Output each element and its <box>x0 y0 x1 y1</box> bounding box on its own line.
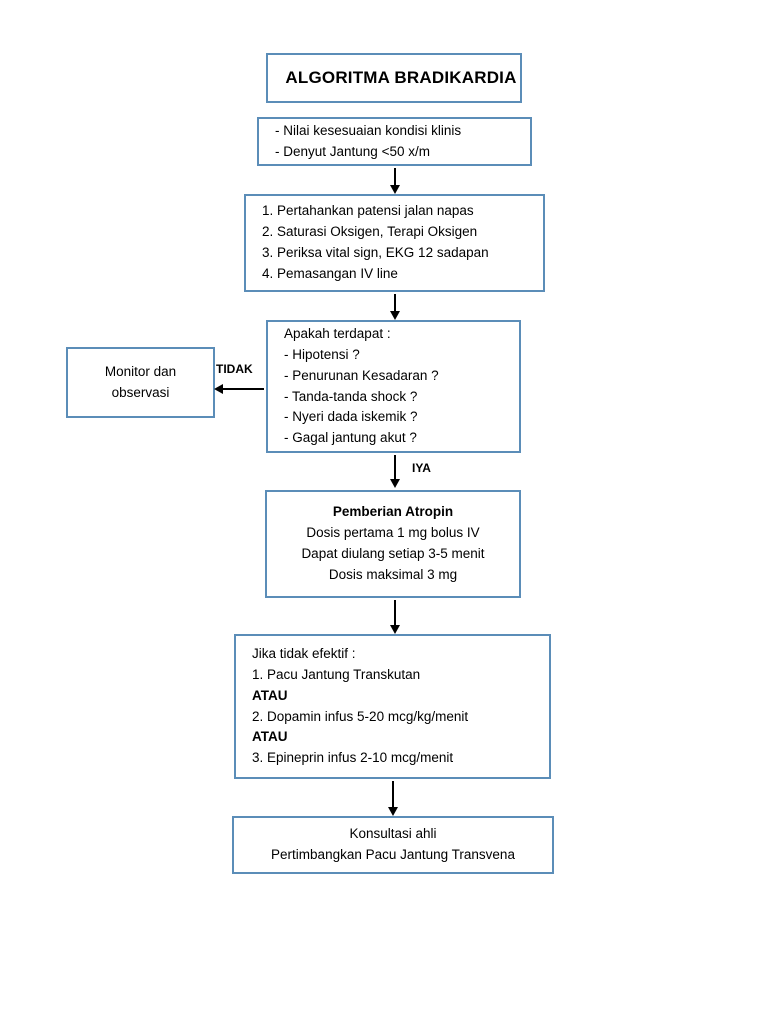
flowchart-node-expert-consult: Konsultasi ahli Pertimbangkan Pacu Jantu… <box>232 816 554 874</box>
atropine-line-3: Dapat diulang setiap 3-5 menit <box>301 546 485 561</box>
atropine-line-4: Dosis maksimal 3 mg <box>328 566 458 582</box>
assessment-line-1: - Nilai kesesuaian kondisi klinis <box>275 122 462 138</box>
decision-line-6: - Gagal jantung akut ? <box>284 430 417 446</box>
monitor-line-1: Monitor dan <box>104 363 177 379</box>
arrow-down-icon-decision-to-atropine <box>390 455 400 488</box>
refractory-line-5: ATAU <box>252 729 288 745</box>
flowchart-node-title: ALGORITMA BRADIKARDIA <box>266 53 522 103</box>
flowchart-node-monitor: Monitor dan observasi <box>66 347 215 418</box>
expert-line-2: Pertimbangkan Pacu Jantung Transvena <box>271 847 515 862</box>
atropine-line-2: Dosis pertama 1 mg bolus IV <box>306 525 480 541</box>
refractory-line-4: 2. Dopamin infus 5-20 mcg/kg/menit <box>252 708 469 724</box>
decision-line-3: - Penurunan Kesadaran ? <box>284 367 439 383</box>
flowchart-node-refractory: Jika tidak efektif : 1. Pacu Jantung Tra… <box>234 634 551 779</box>
flowchart-node-initial-management: 1. Pertahankan patensi jalan napas 2. Sa… <box>244 194 545 292</box>
refractory-line-2: 1. Pacu Jantung Transkutan <box>252 666 421 682</box>
refractory-line-6: 3. Epineprin infus 2-10 mcg/menit <box>252 750 454 766</box>
flowchart-node-assessment: - Nilai kesesuaian kondisi klinis - Deny… <box>257 117 532 166</box>
title-text: ALGORITMA BRADIKARDIA <box>285 67 517 87</box>
refractory-line-1: Jika tidak efektif : <box>252 645 356 661</box>
initial-line-3: 3. Periksa vital sign, EKG 12 sadapan <box>262 245 489 260</box>
arrow-left-icon-decision-to-monitor <box>214 384 264 394</box>
monitor-line-2: observasi <box>111 384 170 400</box>
initial-line-2: 2. Saturasi Oksigen, Terapi Oksigen <box>262 224 478 240</box>
arrow-down-icon-initial-to-decision <box>390 294 400 320</box>
expert-line-1: Konsultasi ahli <box>349 826 437 842</box>
refractory-line-3: ATAU <box>252 687 288 703</box>
initial-line-4: 4. Pemasangan IV line <box>262 265 398 281</box>
arrow-down-icon-title-to-initial <box>390 168 400 194</box>
atropine-line-1: Pemberian Atropin <box>332 504 454 520</box>
flowchart-node-atropine: Pemberian Atropin Dosis pertama 1 mg bol… <box>265 490 521 598</box>
decision-line-4: - Tanda-tanda shock ? <box>284 388 418 404</box>
initial-line-1: 1. Pertahankan patensi jalan napas <box>262 203 474 219</box>
edge-label-no: TIDAK <box>216 362 253 376</box>
edge-label-yes: IYA <box>412 461 431 475</box>
decision-line-5: - Nyeri dada iskemik ? <box>284 409 418 425</box>
decision-line-1: Apakah terdapat : <box>284 325 391 341</box>
flowchart-node-decision: Apakah terdapat : - Hipotensi ? - Penuru… <box>266 320 521 453</box>
assessment-line-2: - Denyut Jantung <50 x/m <box>275 143 430 159</box>
decision-line-2: - Hipotensi ? <box>284 346 360 362</box>
arrow-down-icon-refractory-to-expert <box>388 781 398 816</box>
arrow-down-icon-atropine-to-refractory <box>390 600 400 634</box>
